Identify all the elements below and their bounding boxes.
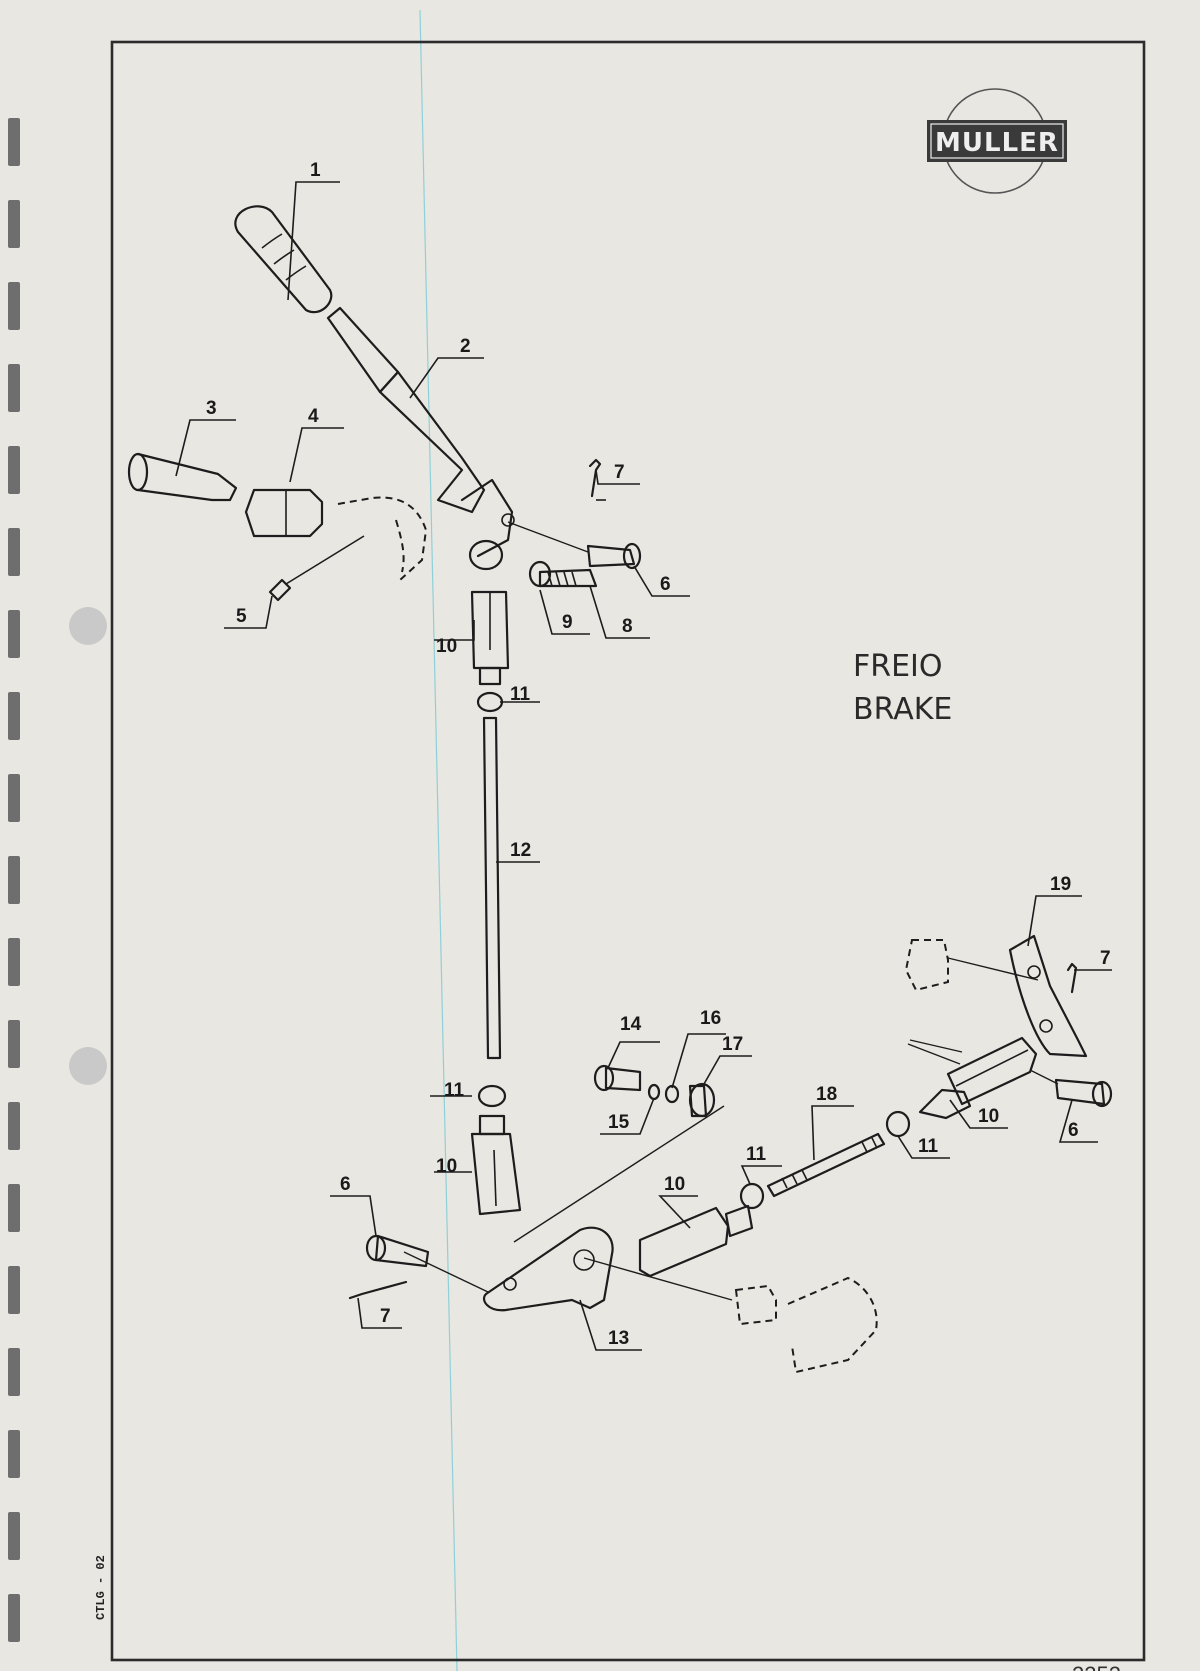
dashed-mount-right: [904, 939, 949, 992]
part-17-roller: [688, 1082, 716, 1118]
catalog-code: CTLG - 02: [94, 1555, 108, 1620]
projection-lines: [403, 521, 1059, 1301]
part-10-clevis-upper: [470, 590, 510, 686]
binding-marks: [8, 118, 20, 1642]
callout-11-upper: 11: [510, 684, 531, 705]
page-frame: [110, 40, 1146, 1662]
callout-11-lower: 11: [444, 1080, 465, 1101]
part-12-rod: [482, 716, 502, 1060]
punch-hole: [69, 1047, 107, 1085]
punch-hole: [69, 607, 107, 645]
part-10-clevis-middle: [638, 1204, 754, 1278]
part-7-cotter-right: [1066, 962, 1078, 994]
part-4-bushing: [244, 488, 324, 538]
scan-line: [419, 9, 458, 1671]
logo-text: MULLER: [935, 128, 1059, 158]
callout-14: 14: [620, 1014, 642, 1035]
leader-lines: [175, 181, 1112, 1351]
part-19-bracket: [1008, 934, 1088, 1058]
part-11-nut-middle: [739, 1182, 765, 1210]
part-14-bolt: [593, 1064, 642, 1092]
part-2-lever: [326, 306, 515, 571]
callout-16: 16: [700, 1008, 721, 1029]
dashed-pedal: [734, 1276, 878, 1374]
callout-1: 1: [310, 160, 321, 181]
callout-19: 19: [1050, 874, 1071, 895]
callout-18: 18: [816, 1084, 837, 1105]
callout-10-right: 10: [978, 1106, 999, 1127]
part-5-screw: [268, 535, 365, 602]
title-brake: BRAKE: [853, 692, 952, 727]
page-number: 2252: [1072, 1662, 1121, 1671]
part-6-pin-top: [586, 542, 642, 570]
callout-6-top: 6: [660, 574, 671, 595]
part-3-pin: [127, 452, 238, 502]
callout-9: 9: [562, 612, 573, 633]
callout-7-top: 7: [614, 462, 625, 483]
callout-11-right: 11: [918, 1136, 939, 1157]
callout-10-lower: 10: [436, 1156, 457, 1177]
part-1-handle-grip: [234, 205, 333, 314]
part-15-washer: [647, 1083, 661, 1101]
callout-3: 3: [206, 398, 217, 419]
part-7-cotter-top: [588, 458, 602, 498]
part-16-washer: [664, 1084, 680, 1104]
callout-10-middle: 10: [664, 1174, 685, 1195]
part-11-nut-lower: [477, 1084, 507, 1108]
callout-6-right: 6: [1068, 1120, 1079, 1141]
callout-5: 5: [236, 606, 247, 627]
callout-13: 13: [608, 1328, 629, 1349]
part-13-bracket: [482, 1226, 614, 1312]
dashed-bracket-upper: [337, 496, 428, 581]
part-7-cotter-left: [348, 1280, 408, 1300]
part-10-clevis-lower: [470, 1114, 522, 1216]
callout-12: 12: [510, 840, 531, 861]
callout-8: 8: [622, 616, 633, 637]
callout-6-left: 6: [340, 1174, 351, 1195]
callout-2: 2: [460, 336, 471, 357]
part-6-pin-left: [365, 1234, 430, 1268]
part-11-nut-upper: [476, 691, 504, 713]
title-freio: FREIO: [853, 649, 943, 684]
callout-15: 15: [608, 1112, 630, 1133]
part-6-pin-right: [1054, 1078, 1113, 1108]
callout-7-right: 7: [1100, 948, 1111, 969]
part-18-threaded-rod: [766, 1132, 886, 1198]
muller-logo: MULLER: [927, 88, 1067, 194]
part-10-clevis-right: [918, 1036, 1038, 1120]
part-11-nut-right: [885, 1110, 911, 1138]
callout-11-middle: 11: [746, 1144, 767, 1165]
callout-17: 17: [722, 1034, 743, 1055]
part-9-washer: [528, 560, 552, 588]
callout-4: 4: [308, 406, 319, 427]
callout-10-upper: 10: [436, 636, 457, 657]
callout-7-left: 7: [380, 1306, 391, 1327]
